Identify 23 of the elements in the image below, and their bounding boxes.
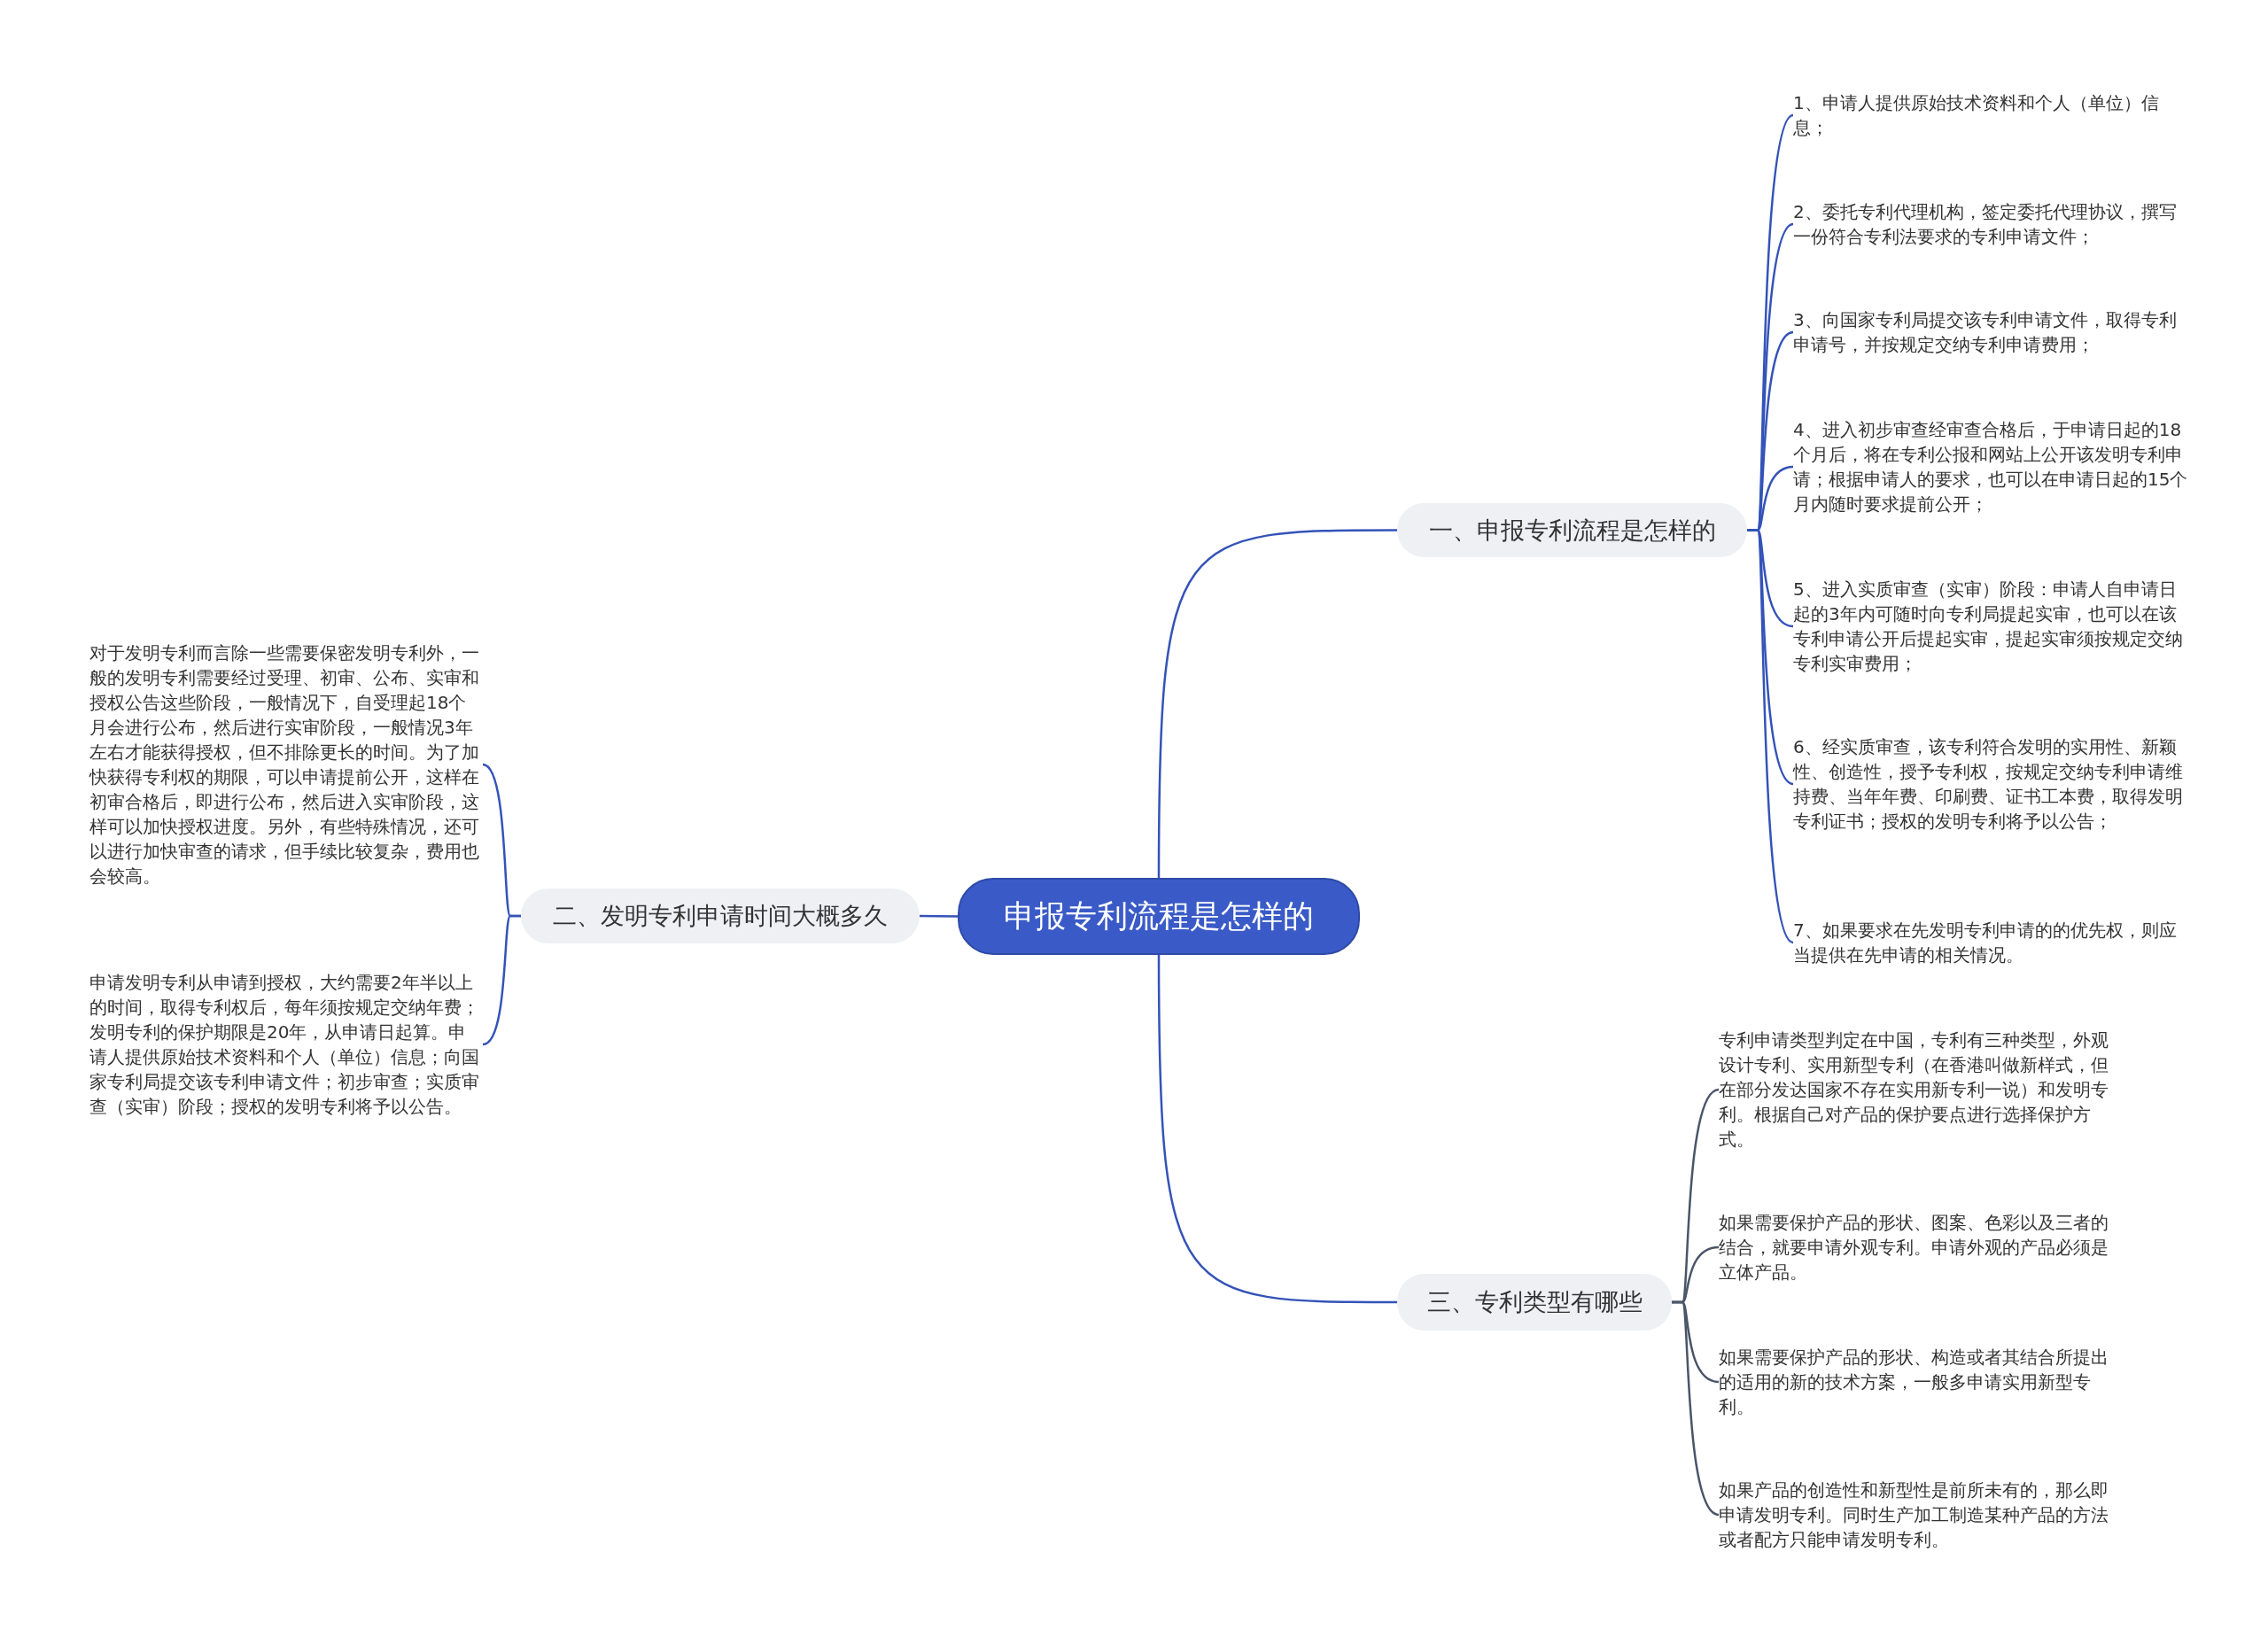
connector-line: [920, 914, 958, 918]
note-text: 7、如果要求在先发明专利申请的的优先权，则应当提供在先申请的相关情况。: [1793, 918, 2192, 967]
connector-line: [482, 914, 521, 1046]
branch-topic: 一、申报专利流程是怎样的: [1397, 503, 1747, 557]
central-topic: 申报专利流程是怎样的: [958, 878, 1360, 955]
note-text: 3、向国家专利局提交该专利申请文件，取得专利申请号，并按规定交纳专利申请费用；: [1793, 307, 2192, 357]
note-text: 5、进入实质审查（实审）阶段：申请人自申请日起的3年内可随时向专利局提起实审，也可以在该专利申请公开后提起实审，提起实审须按规定交纳专利实审费用；: [1793, 577, 2192, 676]
note-text: 如果需要保护产品的形状、构造或者其结合所提出的适用的新的技术方案，一般多申请实用新型专利。: [1719, 1345, 2112, 1419]
connector-line: [1157, 529, 1397, 878]
note-text: 对于发明专利而言除一些需要保密发明专利外，一般的发明专利需要经过受理、初审、公布、实审和授权公告这些阶段，一般情况下，自受理起18个月会进行公布，然后进行实审阶段，一般情况3年左右才能获得授权，但不排除更长的时间。为了加快获得专利权的期限，可以申请提前公开，这样在初审合格后，即进行公布，然后进入实审阶段，这样可以加快授权进度。另外，有些特殊情况，还可以进行加快审查的请求，但手续比较复杂，费用也会较高。: [89, 640, 483, 888]
connector-line: [1157, 955, 1397, 1304]
note-text: 6、经实质审查，该专利符合发明的实用性、新颖性、创造性，授予专利权，按规定交纳专利申请维持费、当年年费、印刷费、证书工本费，取得发明专利证书；授权的发明专利将予以公告；: [1793, 734, 2192, 834]
branch-topic: 三、专利类型有哪些: [1397, 1274, 1672, 1331]
note-text: 专利申请类型判定在中国，专利有三种类型，外观设计专利、实用新型专利（在香港叫做新样式，但在部分发达国家不存在实用新专利一说）和发明专利。根据自己对产品的保护要点进行选择保护方式。: [1719, 1028, 2112, 1152]
note-text: 如果需要保护产品的形状、图案、色彩以及三者的结合，就要申请外观专利。申请外观的产品必须是立体产品。: [1719, 1210, 2112, 1284]
connector-line: [1672, 1300, 1720, 1517]
note-text: 如果产品的创造性和新型性是前所未有的，那么即申请发明专利。同时生产加工制造某种产品的方法或者配方只能申请发明专利。: [1719, 1478, 2112, 1552]
note-text: 4、进入初步审查经审查合格后，于申请日起的18个月后，将在专利公报和网站上公开该发明专利申请；根据申请人的要求，也可以在申请日起的15个月内随时要求提前公开；: [1793, 417, 2192, 516]
branch-topic: 二、发明专利申请时间大概多久: [521, 888, 920, 943]
note-text: 申请发明专利从申请到授权，大约需要2年半以上的时间，取得专利权后，每年须按规定交纳年费；发明专利的保护期限是20年，从申请日起算。申请人提供原始技术资料和个人（单位）信息；向国家专利局提交该专利申请文件；初步审查；实质审查（实审）阶段；授权的发明专利将予以公告。: [89, 970, 483, 1119]
note-text: 2、委托专利代理机构，签定委托代理协议，撰写一份符合专利法要求的专利申请文件；: [1793, 199, 2192, 249]
note-text: 1、申请人提供原始技术资料和个人（单位）信息；: [1793, 90, 2192, 140]
connector-line: [1747, 529, 1794, 943]
